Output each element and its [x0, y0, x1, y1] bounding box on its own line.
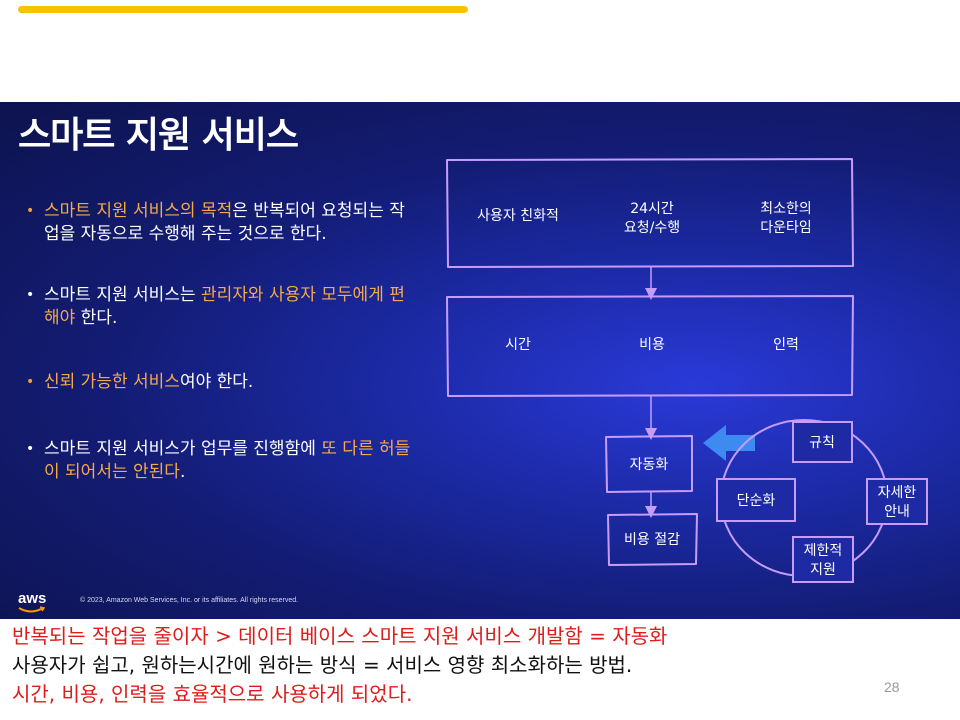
cycle-limited-box [792, 536, 854, 583]
item-cost: 비용 [639, 337, 665, 353]
cycle-detail-line1: 자세한 [878, 485, 917, 501]
note-line-2: 사용자가 쉽고, 원하는시간에 원하는 방식 = 서비스 영향 최소화하는 방법… [12, 653, 633, 677]
bullet-purpose: 스마트 지원 서비스의 목적은 반복되어 요청되는 작업을 자동으로 수행해 주… [26, 200, 414, 246]
automation-box [605, 435, 693, 493]
note-line-1: 반복되는 작업을 줄이자 > 데이터 베이스 스마트 지원 서비스 개발함 = … [12, 624, 668, 648]
cost-saving-box [607, 513, 698, 566]
cycle-rule-box [792, 421, 853, 463]
slide-title: 스마트 지원 서비스 [18, 115, 299, 156]
slide: 스마트 지원 서비스 스마트 지원 서비스의 목적은 반복되어 요청되는 작업을… [0, 102, 960, 619]
bullet-no-hurdle: 스마트 지원 서비스가 업무를 진행함에 또 다른 허들이 되어서는 안된다. [26, 438, 414, 484]
cycle-detail-line2: 안내 [884, 504, 910, 520]
resources-box [446, 295, 854, 397]
aws-smile-icon [18, 606, 46, 613]
cost-saving-label: 비용 절감 [624, 532, 680, 548]
bullet-list: 스마트 지원 서비스의 목적은 반복되어 요청되는 작업을 자동으로 수행해 주… [26, 200, 414, 484]
bullet-reliability: 신뢰 가능한 서비스여야 한다. [26, 371, 414, 394]
item-24h-line1: 24시간 [630, 201, 674, 217]
cycle-rule-label: 규칙 [809, 435, 835, 451]
item-24h-line2: 요청/수행 [624, 220, 680, 236]
cycle-detail-box [866, 478, 928, 525]
cycle-limited-line2: 지원 [810, 562, 836, 578]
left-arrow-icon [703, 425, 755, 461]
cycle-simplify-box [716, 478, 796, 522]
note-line-3: 시간, 비용, 인력을 효율적으로 사용하게 되었다. [12, 682, 413, 706]
item-downtime-line2: 다운타임 [760, 220, 812, 236]
item-downtime-line1: 최소한의 [760, 201, 812, 217]
aws-logo: aws [18, 590, 47, 607]
goals-box [446, 158, 854, 268]
top-accent-bar [18, 6, 468, 13]
service-diagram: 사용자 친화적 24시간 요청/수행 최소한의 다운타임 시간 비용 인력 자동… [446, 158, 928, 583]
automation-label: 자동화 [630, 457, 669, 473]
item-user-friendly: 사용자 친화적 [477, 208, 559, 224]
page-number: 28 [884, 679, 900, 695]
bullet-convenience: 스마트 지원 서비스는 관리자와 사용자 모두에게 편해야 한다. [26, 284, 414, 330]
cycle-simplify-label: 단순화 [737, 493, 776, 509]
item-manpower: 인력 [773, 337, 799, 353]
copyright-text: © 2023, Amazon Web Services, Inc. or its… [80, 597, 299, 604]
cycle-limited-line1: 제한적 [804, 543, 843, 559]
item-time: 시간 [505, 337, 531, 353]
